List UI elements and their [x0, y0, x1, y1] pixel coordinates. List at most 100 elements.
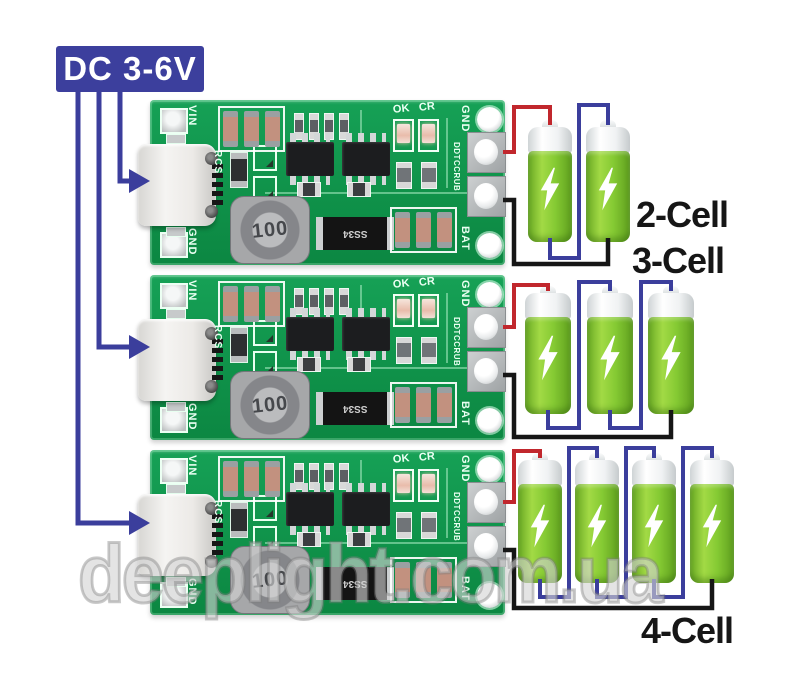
battery-cap: [525, 293, 571, 319]
power-inductor: 100: [230, 196, 310, 264]
battery-body: [575, 484, 619, 583]
rcs-label: RCS: [212, 500, 223, 525]
usb-c-leg: [205, 205, 218, 218]
output-capacitors: [390, 557, 457, 603]
battery-cap: [528, 127, 572, 153]
usb-mount-pad: [166, 484, 186, 494]
ic-pins: [290, 483, 330, 492]
battery-cell: [648, 286, 694, 414]
power-inductor: 100: [230, 371, 310, 439]
usb-c-leg: [205, 152, 218, 165]
bat-label: BAT: [459, 401, 471, 426]
pcb-trace: [360, 460, 362, 490]
cr-label: CR: [418, 450, 436, 464]
usb-c-leg: [205, 380, 218, 393]
bat-hole: [477, 583, 502, 608]
bat-hole: [477, 233, 502, 258]
battery-cap: [518, 460, 562, 486]
gnd-hole: [477, 457, 502, 482]
battery-cap: [632, 460, 676, 486]
battery-body: [587, 317, 633, 414]
battery-cell: [587, 286, 633, 414]
usb-c-shell: [138, 494, 216, 576]
resistor: [297, 532, 321, 547]
usb-c-connector: [138, 494, 223, 576]
battery-body: [586, 151, 630, 242]
resistor: [347, 532, 371, 547]
resistor: [297, 182, 321, 197]
capacitor: [223, 461, 238, 497]
resistor: [421, 512, 437, 539]
usb-c-connector: [138, 319, 223, 401]
ok-label: OK: [392, 102, 411, 116]
battery-cell: [575, 453, 619, 583]
capacitor: [244, 111, 259, 147]
charger-board: VIN GND RCS OK CR: [138, 275, 506, 440]
battery-cap: [587, 293, 633, 319]
ok-label: OK: [392, 452, 411, 466]
battery-plus-pad: [467, 482, 506, 523]
battery-body: [528, 151, 572, 242]
battery-minus-pad: [467, 351, 506, 392]
usb-c-leg: [205, 502, 218, 515]
group-label-3cell: 3-Cell: [632, 240, 725, 281]
usb-mount-pad: [166, 309, 186, 319]
charge-led: [418, 294, 439, 327]
resistor: [297, 357, 321, 372]
capacitor: [244, 286, 259, 322]
diode-marking: SS34: [342, 403, 368, 414]
capacitor: [265, 286, 280, 322]
battery-cap: [586, 127, 630, 153]
part-number-label: DDTCCRUB: [452, 317, 461, 367]
current-sense-resistor: [230, 152, 248, 188]
ic-pins: [346, 176, 386, 185]
gnd-hole: [477, 282, 502, 307]
input-capacitors: [218, 456, 285, 502]
gnd-left-label: GND: [186, 228, 198, 256]
battery-plus-pad: [467, 132, 506, 173]
pcb-trace: [446, 468, 448, 538]
usb-c-pins: [212, 514, 223, 558]
rcs-label: RCS: [212, 325, 223, 350]
resistor: [396, 512, 412, 539]
pcb-trace: [265, 542, 480, 544]
pcb-trace: [265, 192, 480, 194]
ic-pins: [346, 133, 386, 142]
dc-voltage-label: DC 3-6V: [56, 46, 204, 92]
inductor-marking: 100: [250, 391, 290, 418]
pcb-trace: [360, 285, 362, 315]
capacitor: [395, 562, 410, 598]
capacitor: [395, 212, 410, 248]
diode-marking: SS34: [342, 578, 368, 589]
current-sense-resistor: [230, 502, 248, 538]
capacitor: [437, 212, 452, 248]
vin-label: VIN: [186, 105, 198, 127]
inductor-marking: 100: [250, 566, 290, 593]
diode-marking: SS34: [342, 228, 368, 239]
battery-cell: [528, 120, 572, 242]
gnd-hole: [477, 107, 502, 132]
lightning-icon: [702, 504, 722, 547]
schottky-diode: SS34: [316, 567, 394, 600]
gnd-left-label: GND: [186, 578, 198, 606]
lightning-icon: [644, 504, 664, 547]
resistor: [421, 337, 437, 364]
capacitor: [395, 387, 410, 423]
battery-body: [525, 317, 571, 414]
boost-ic: [342, 483, 390, 535]
ok-led: [393, 119, 414, 152]
capacitor: [416, 562, 431, 598]
charge-led: [418, 119, 439, 152]
battery-body: [690, 484, 734, 583]
schottky-diode: SS34: [316, 392, 394, 425]
input-capacitors: [218, 106, 285, 152]
capacitor: [416, 212, 431, 248]
bat-hole: [477, 408, 502, 433]
usb-c-connector: [138, 144, 223, 226]
ic-pins: [346, 526, 386, 535]
boost-ic: [342, 308, 390, 360]
boost-ic: [342, 133, 390, 185]
capacitor: [244, 461, 259, 497]
capacitor: [437, 562, 452, 598]
ic-pins: [290, 526, 330, 535]
